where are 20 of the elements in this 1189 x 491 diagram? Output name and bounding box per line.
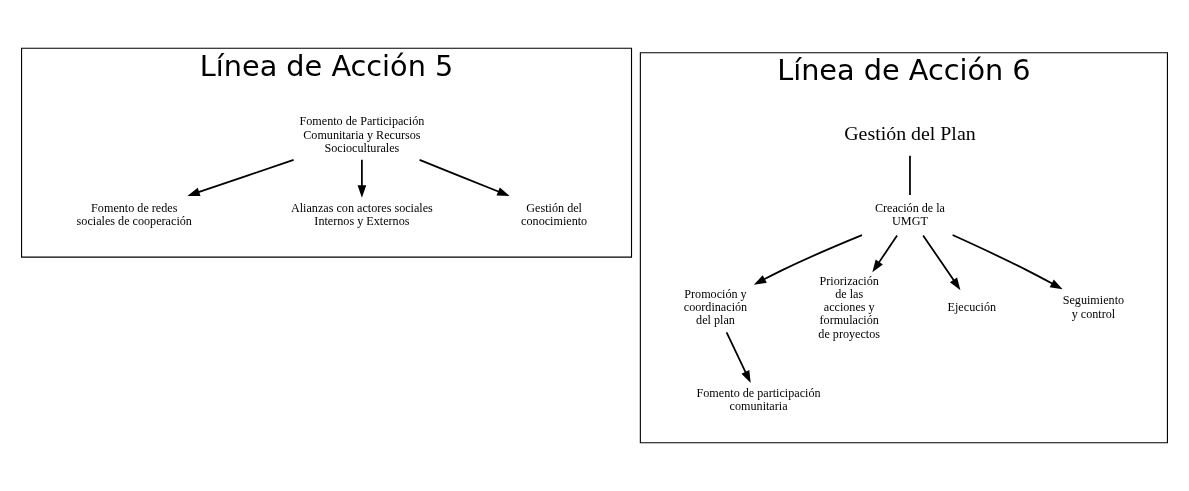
node-text: Alianzas con actores sociales Internos y Externos <box>290 200 433 228</box>
arrow <box>725 331 751 384</box>
arrow <box>753 234 863 285</box>
node-text: Creación de la UMGT <box>874 200 946 228</box>
arrow <box>872 234 898 273</box>
connector <box>909 154 911 196</box>
node-text: Promoción y coordinación del plan <box>683 286 748 328</box>
node-text: Gestión del conocimiento <box>521 200 588 228</box>
node-text: Ejecución <box>947 300 997 315</box>
arrow <box>951 234 1063 290</box>
arrow <box>922 234 961 291</box>
node-text: Gestión del Plan <box>844 122 976 145</box>
node-text: Fomento de Participación Comunitaria y Recursos Socioculturales <box>299 114 425 155</box>
arrow <box>357 158 367 198</box>
node-text: Seguimiento y control <box>1062 293 1125 321</box>
arrow <box>187 158 295 197</box>
node-text: Fomento de participación comunitaria <box>696 386 821 414</box>
node-text: Fomento de redes sociales de cooperación <box>76 200 192 228</box>
arrow <box>418 158 510 197</box>
node-text: Priorización de las acciones y formulación de proyectos <box>818 273 881 341</box>
